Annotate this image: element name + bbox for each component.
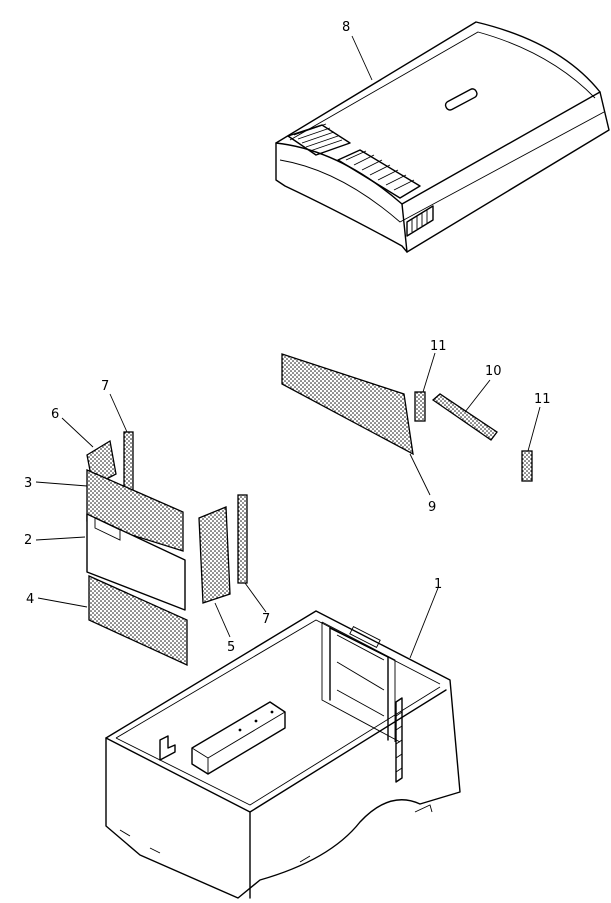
filter-part-6: 6 — [51, 407, 117, 487]
pad-part-11-right: 11 — [521, 392, 551, 482]
cover-handle — [444, 88, 478, 111]
callout-9: 9 — [428, 500, 436, 515]
vent-grille-side — [406, 205, 434, 237]
callout-3: 3 — [24, 476, 32, 491]
callout-6: 6 — [51, 407, 59, 422]
vent-grille-center — [337, 149, 421, 199]
callout-5: 5 — [227, 640, 235, 655]
callout-11-left: 11 — [430, 339, 447, 354]
pad-part-11-left: 11 — [414, 339, 447, 422]
callout-7-right: 7 — [262, 612, 270, 627]
gasket-strip — [395, 697, 403, 783]
callout-11-right: 11 — [534, 392, 551, 407]
panel-part-9: 9 — [281, 353, 436, 515]
callout-2: 2 — [24, 533, 32, 548]
callout-7-left: 7 — [101, 379, 109, 394]
callout-4: 4 — [26, 592, 34, 607]
latch — [159, 735, 176, 761]
filter-part-4: 4 — [26, 574, 188, 667]
cover-part-8: 8 — [275, 20, 610, 253]
vent-grille-left — [287, 123, 351, 156]
callout-8: 8 — [342, 20, 350, 35]
strip-part-10: 10 — [431, 364, 502, 441]
filter-part-3: 3 — [24, 469, 184, 552]
rear-frame — [329, 626, 389, 741]
plate-part-2: 2 — [24, 513, 186, 611]
filter-part-5: 5 — [198, 506, 235, 655]
callout-10: 10 — [485, 364, 502, 379]
cabinet-part-1: 1 — [105, 577, 461, 899]
callout-1: 1 — [434, 577, 442, 592]
strip-part-7-right: 7 — [237, 494, 270, 627]
inner-duct — [191, 701, 286, 775]
